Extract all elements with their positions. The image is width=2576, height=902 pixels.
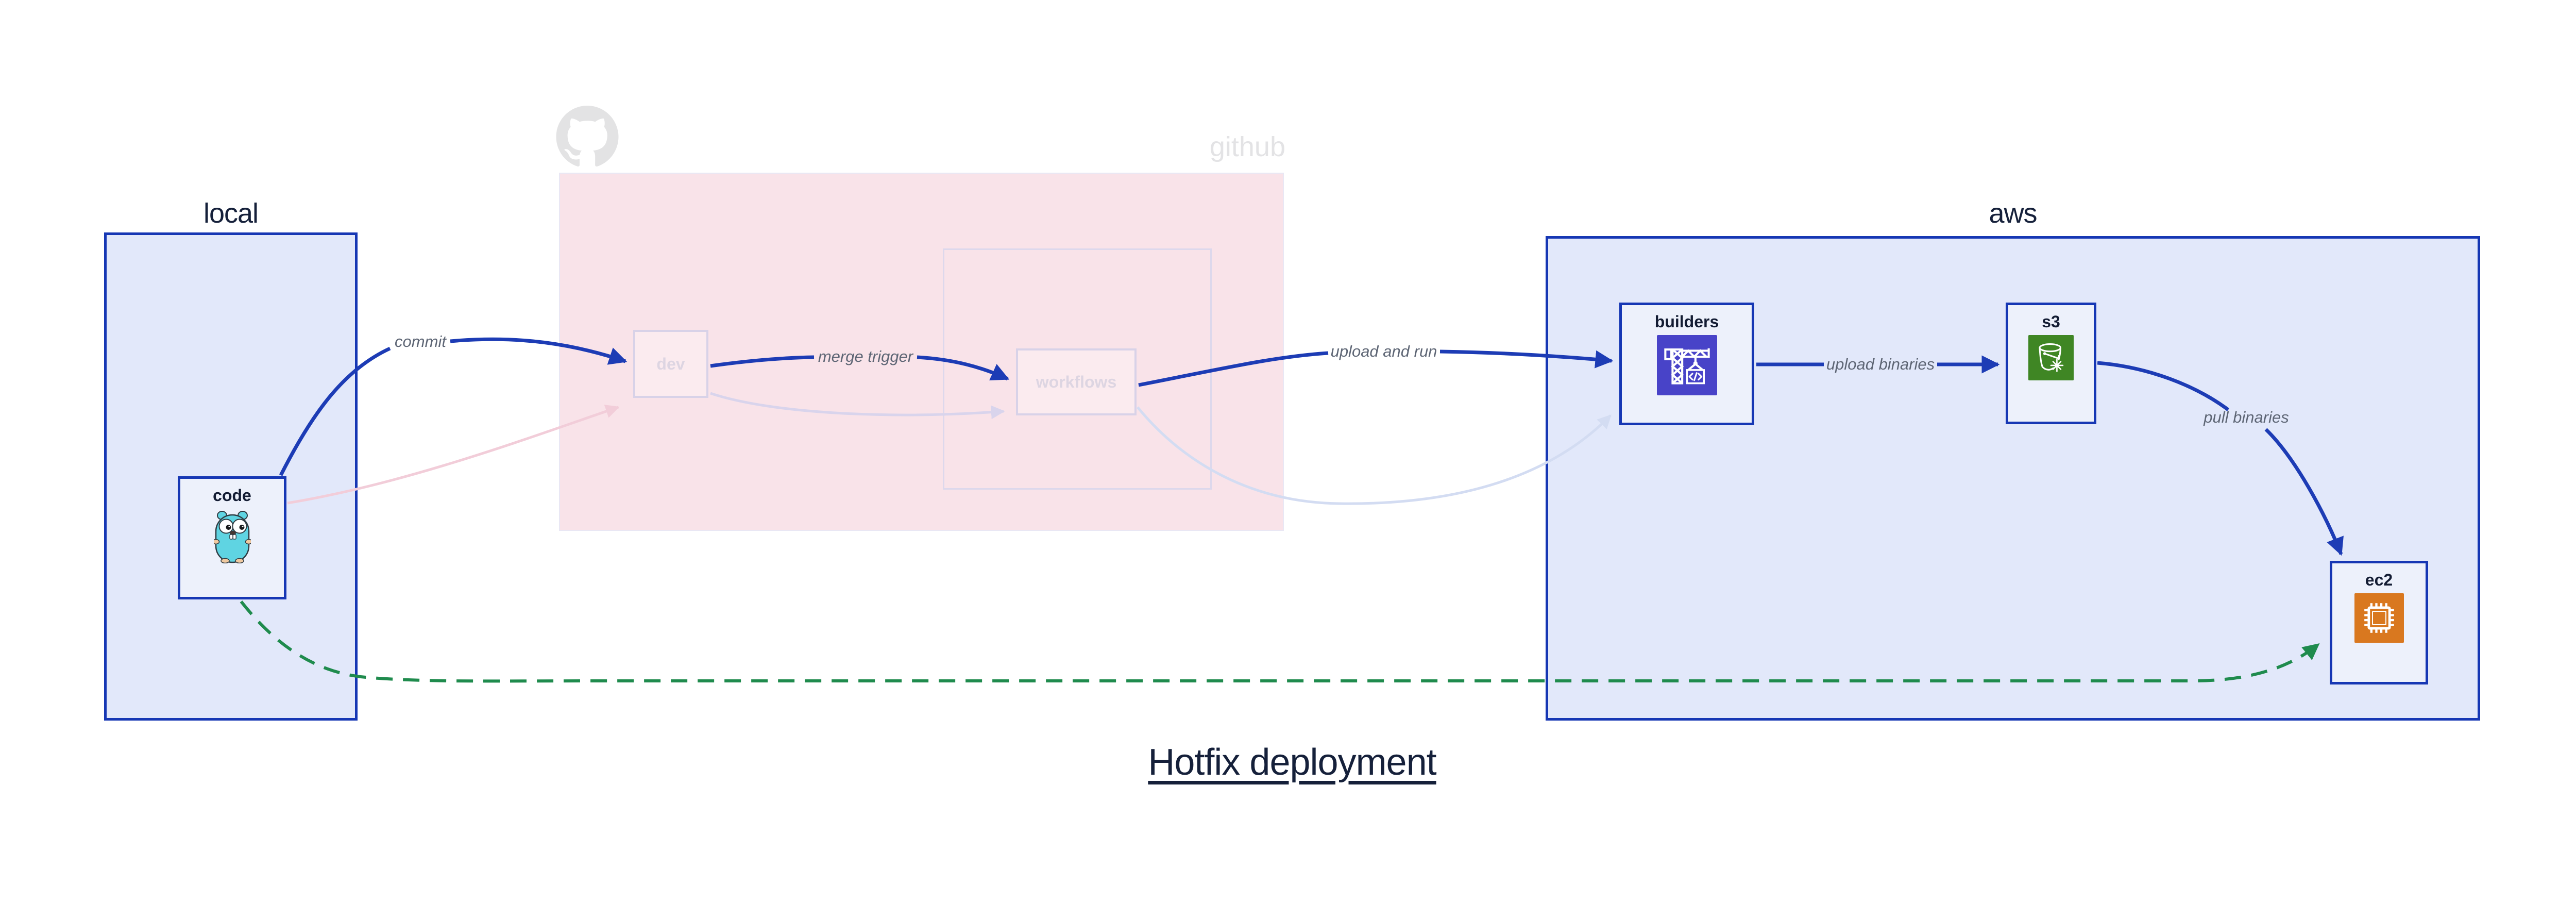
code-node-label: code bbox=[213, 486, 251, 505]
aws-codebuild-icon bbox=[1656, 335, 1717, 395]
edge-label-upload-binaries: upload binaries bbox=[1826, 355, 1935, 373]
builders-node-label: builders bbox=[1654, 312, 1719, 331]
node-dev-branch: dev bbox=[633, 330, 708, 398]
aws-group-label: aws bbox=[1989, 198, 2037, 229]
go-gopher-icon bbox=[213, 511, 251, 563]
node-workflows: workflows bbox=[1016, 348, 1137, 415]
aws-s3-bucket-icon bbox=[2028, 335, 2074, 380]
aws-ec2-chip-icon bbox=[2354, 593, 2404, 643]
ec2-node-label: ec2 bbox=[2365, 571, 2393, 589]
node-ec2: ec2 bbox=[2330, 561, 2428, 684]
dev-node-label: dev bbox=[656, 355, 685, 373]
edge-label-upload-and-run: upload and run bbox=[1330, 342, 1437, 360]
node-s3: s3 bbox=[2006, 303, 2096, 424]
workflows-node-label: workflows bbox=[1036, 373, 1117, 391]
edge-label-commit: commit bbox=[395, 332, 446, 350]
diagram-title: Hotfix deployment bbox=[1148, 742, 1436, 783]
s3-node-label: s3 bbox=[2042, 312, 2060, 331]
github-group-label: github bbox=[1209, 131, 1285, 162]
github-octocat-icon bbox=[556, 106, 619, 167]
local-group-label: local bbox=[203, 198, 259, 229]
edge-label-pull-binaries: pull binaries bbox=[2204, 408, 2289, 426]
node-code: code bbox=[178, 476, 286, 599]
node-builders: builders bbox=[1619, 303, 1754, 425]
edge-label-merge-trigger: merge trigger bbox=[818, 347, 913, 365]
